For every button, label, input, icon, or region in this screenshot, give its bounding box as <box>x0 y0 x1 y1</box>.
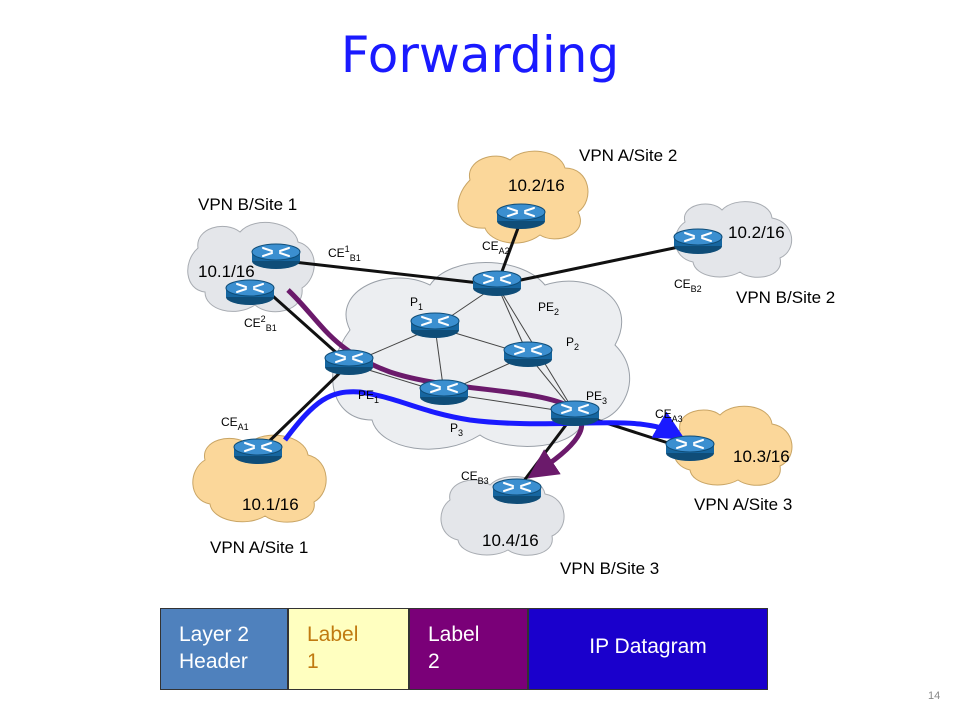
prefix-vpn-b-site1: 10.1/16 <box>198 262 255 281</box>
site-name-vpn-b-site2: VPN B/Site 2 <box>736 288 835 307</box>
router-ce-b3 <box>492 478 542 505</box>
packet-ip-datagram: IP Datagram <box>528 608 768 690</box>
packet-label1-line2: 1 <box>307 650 319 673</box>
label-ce2-b1: CE2B1 <box>244 314 277 333</box>
router-ce-b2 <box>673 228 723 255</box>
site-name-vpn-b-site1: VPN B/Site 1 <box>198 195 297 214</box>
router-ce-a1 <box>233 438 283 465</box>
router-ce1-b1 <box>251 243 301 270</box>
router-p3 <box>419 379 469 406</box>
label-ce-a3: CEA3 <box>655 407 683 424</box>
site-name-vpn-a-site3: VPN A/Site 3 <box>694 495 792 514</box>
prefix-vpn-a-site2: 10.2/16 <box>508 176 565 195</box>
vpn-b-forwarding-path <box>286 288 585 479</box>
packet-layer2-header: Layer 2 Header <box>160 608 288 690</box>
prefix-vpn-b-site3: 10.4/16 <box>482 531 539 550</box>
label-pe3: PE3 <box>586 389 607 406</box>
packet-layer2-line2: Header <box>179 650 248 673</box>
cloud-vpn-a-site2 <box>457 150 589 244</box>
label-p3: P3 <box>450 421 463 438</box>
label-ce-b3: CEB3 <box>461 469 489 486</box>
packet-label2-line1: Label <box>428 623 480 646</box>
site-name-vpn-a-site1: VPN A/Site 1 <box>210 538 308 557</box>
cloud-vpn-a-site3 <box>672 405 793 486</box>
router-ce-a3 <box>665 435 715 462</box>
packet-label2: Label 2 <box>409 608 528 690</box>
router-pe2 <box>472 270 522 297</box>
prefix-vpn-a-site3: 10.3/16 <box>733 447 790 466</box>
vpn-a-forwarding-path <box>283 389 686 442</box>
router-p2 <box>503 341 553 368</box>
label-pe2: PE2 <box>538 300 559 317</box>
label-p2: P2 <box>566 335 579 352</box>
page-number: 14 <box>928 690 941 702</box>
label-pe1: PE1 <box>358 388 379 405</box>
site-name-vpn-a-site2: VPN A/Site 2 <box>579 146 677 165</box>
router-ce-a2 <box>496 203 546 230</box>
packet-layer2-line1: Layer 2 <box>179 623 250 646</box>
router-pe3 <box>550 400 600 427</box>
router-ce2-b1 <box>225 279 275 306</box>
router-pe1 <box>324 349 374 376</box>
label-ce-a2: CEA2 <box>482 239 510 256</box>
packet-label1-line1: Label <box>307 623 359 646</box>
cloud-vpn-b-site2 <box>674 201 793 278</box>
prefix-vpn-a-site1: 10.1/16 <box>242 495 299 514</box>
prefix-vpn-b-site2: 10.2/16 <box>728 223 785 242</box>
packet-label1: Label 1 <box>288 608 409 690</box>
label-ce-a1: CEA1 <box>221 415 249 432</box>
packet-label2-line2: 2 <box>428 650 440 673</box>
router-p1 <box>410 312 460 339</box>
site-name-vpn-b-site3: VPN B/Site 3 <box>560 559 659 578</box>
label-p1: P1 <box>410 295 423 312</box>
slide-title: Forwarding <box>340 26 620 84</box>
label-ce1-b1: CE1B1 <box>328 244 361 263</box>
label-ce-b2: CEB2 <box>674 277 702 294</box>
